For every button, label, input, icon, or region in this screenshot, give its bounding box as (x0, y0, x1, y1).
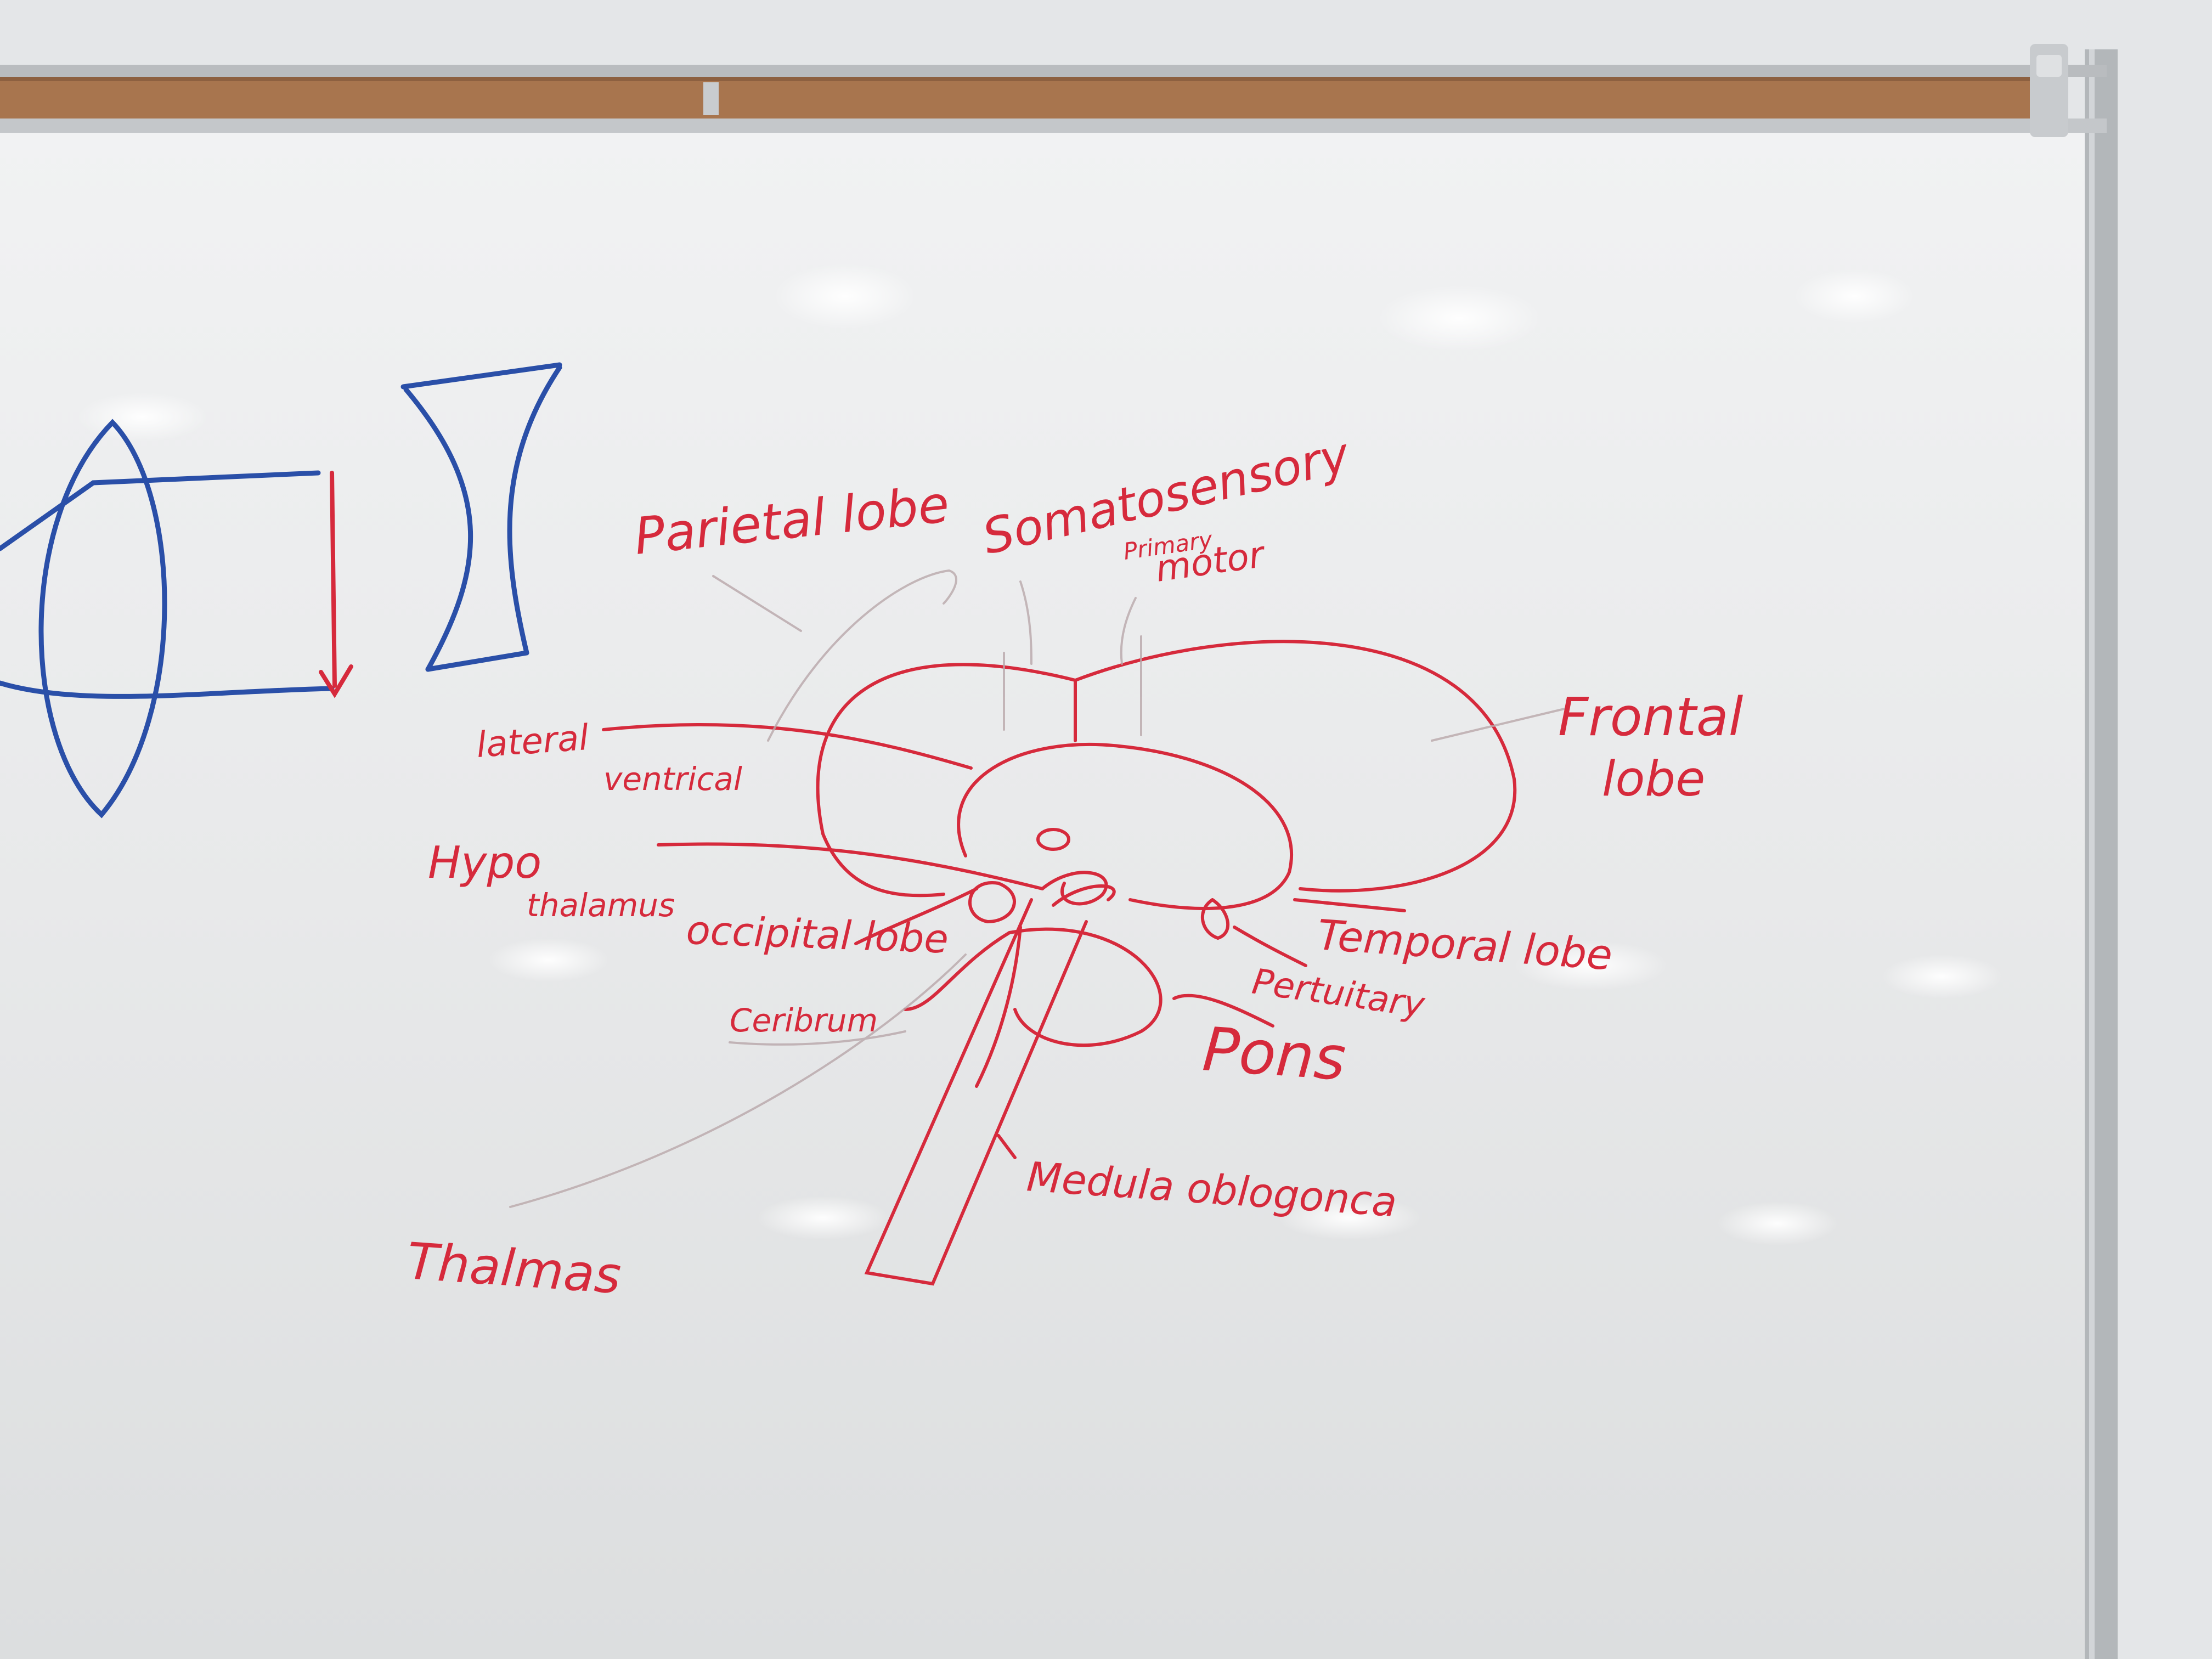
light-reflections (77, 263, 2002, 1245)
brain-diagram (602, 640, 1517, 1286)
label-hypo: Hypo (428, 837, 541, 888)
label-lateral: lateral (475, 718, 590, 766)
label-frontal-1: Frontal (1558, 686, 1743, 748)
label-cerebrum: Ceribrum (730, 1002, 878, 1039)
label-frontal-2: lobe (1602, 751, 1705, 807)
label-thalamus-2: thalamus (527, 887, 675, 924)
whiteboard-surface (0, 132, 2107, 1659)
label-occipital-lobe: occipital lobe (685, 907, 949, 962)
cork-strip (0, 77, 2063, 119)
label-pons: Pons (1200, 1014, 1348, 1094)
rail-clip (703, 82, 719, 115)
red-arrow (319, 471, 353, 698)
faint-lines (509, 569, 1570, 1208)
lens-diagram (0, 362, 562, 819)
top-rail (0, 65, 2107, 77)
label-ventrical: ventrical (603, 760, 742, 798)
